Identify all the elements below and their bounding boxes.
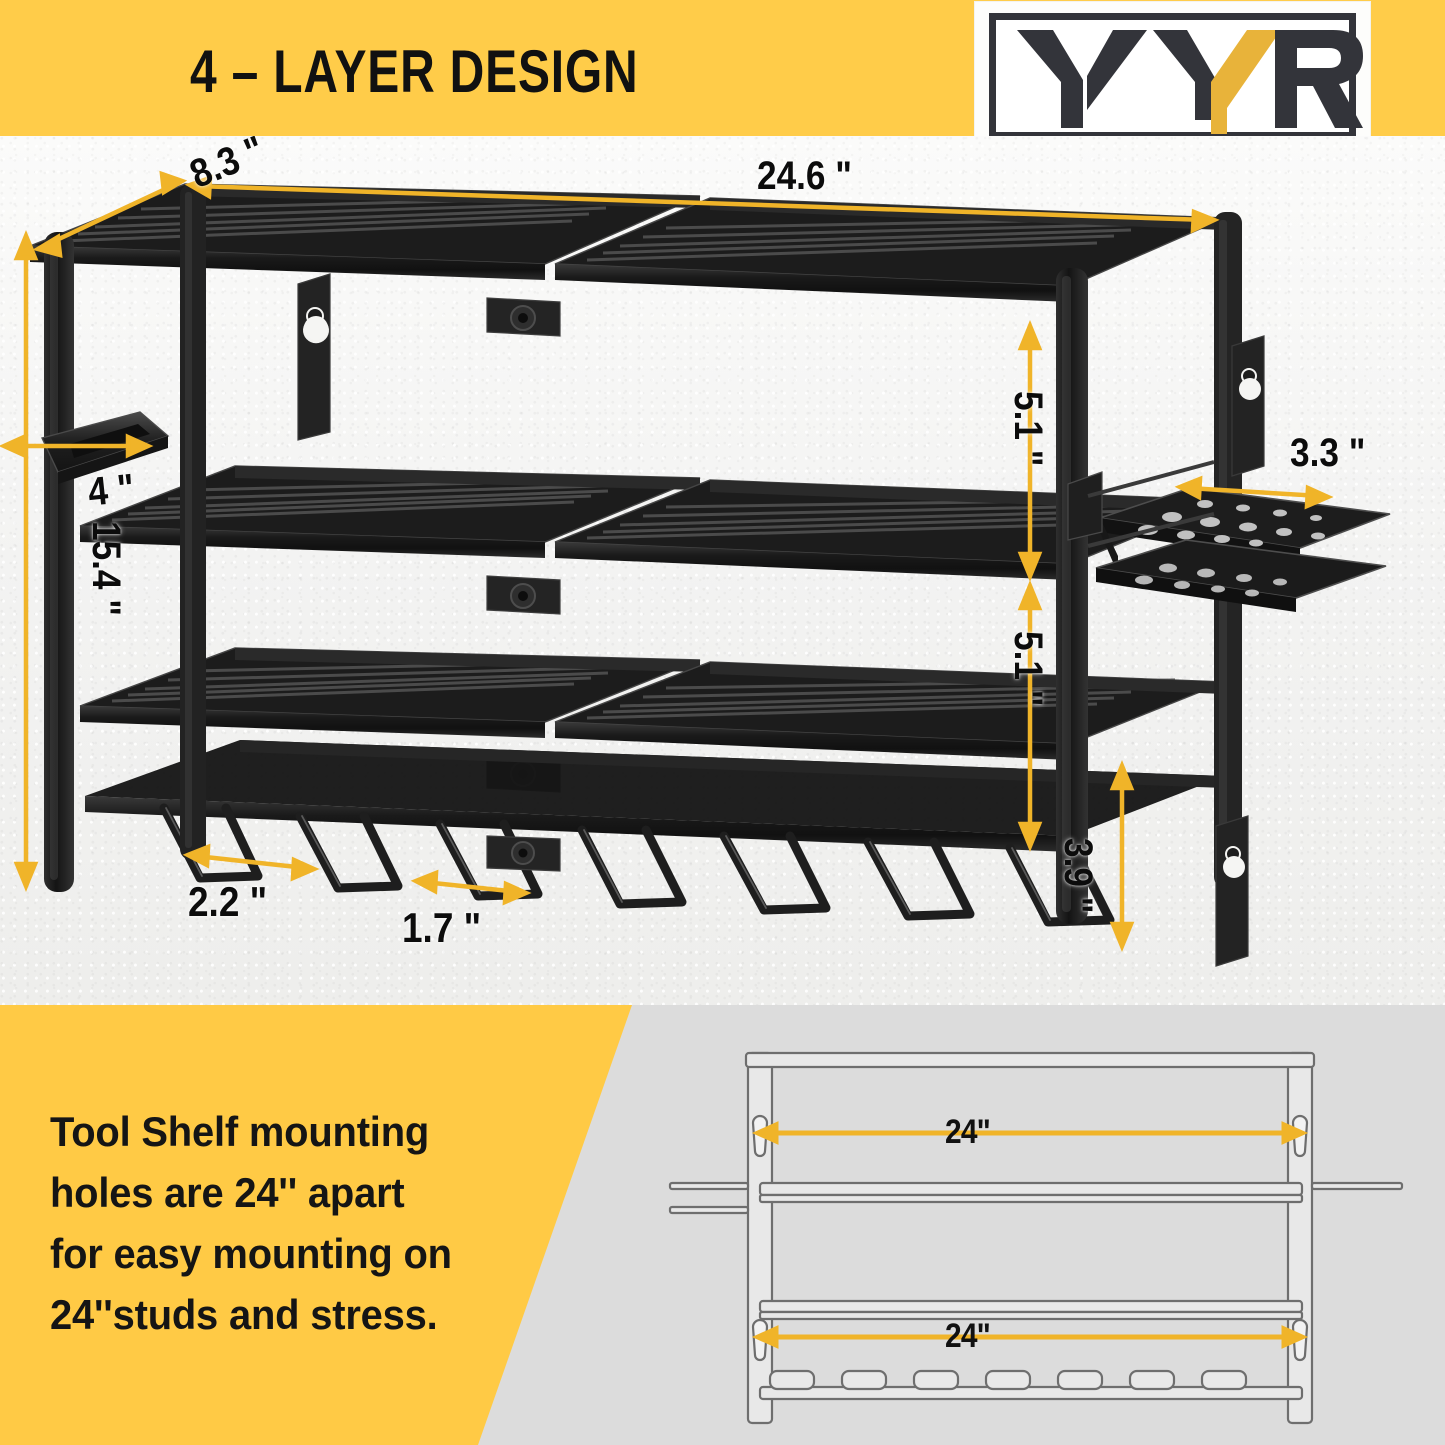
mounting-section: Tool Shelf mounting holes are 24'' apart…	[0, 1005, 1445, 1445]
dimension-label-gap-lower: 5.1 "	[1006, 631, 1050, 707]
mounting-callout-text: Tool Shelf mounting holes are 24'' apart…	[50, 1101, 497, 1345]
logo-mark-icon	[1017, 30, 1363, 134]
dimension-label-hook-wide: 2.2 "	[188, 878, 268, 925]
mounting-callout-line-2: holes are 24'' apart	[50, 1169, 405, 1216]
mounting-diagram: 24" 24"	[620, 1005, 1445, 1445]
mounting-diagram-label-top: 24"	[945, 1113, 991, 1151]
dimension-label-left-tray: 4 "	[86, 466, 137, 515]
dimension-label-width-top: 24.6 "	[757, 154, 852, 198]
dimension-label-hook-narrow: 1.7 "	[402, 904, 482, 951]
dimension-label-side-tray: 3.3 "	[1290, 431, 1366, 475]
mounting-callout-line-3: for easy mounting on	[50, 1230, 452, 1277]
mounting-callout-line-4: 24''studs and stress.	[50, 1291, 438, 1338]
dimension-label-gap-upper: 5.1 "	[1006, 391, 1050, 467]
dimension-label-total-height: 15.4 "	[84, 521, 128, 616]
brand-logo	[975, 2, 1370, 150]
tool-rack-illustration-icon	[0, 170, 1391, 967]
mounting-callout-line-1: Tool Shelf mounting	[50, 1108, 430, 1155]
dimension-label-bottom-gap: 3.9 "	[1056, 838, 1100, 914]
product-photo-panel: 8.3 " 24.6 " 5.1 " 5.1 " 3.3 " 4 " 15.4 …	[0, 136, 1445, 1005]
page-title: 4 – LAYER DESIGN	[190, 38, 639, 105]
mounting-diagram-label-bottom: 24"	[945, 1317, 991, 1355]
rack-front-view-icon	[668, 1051, 1404, 1425]
